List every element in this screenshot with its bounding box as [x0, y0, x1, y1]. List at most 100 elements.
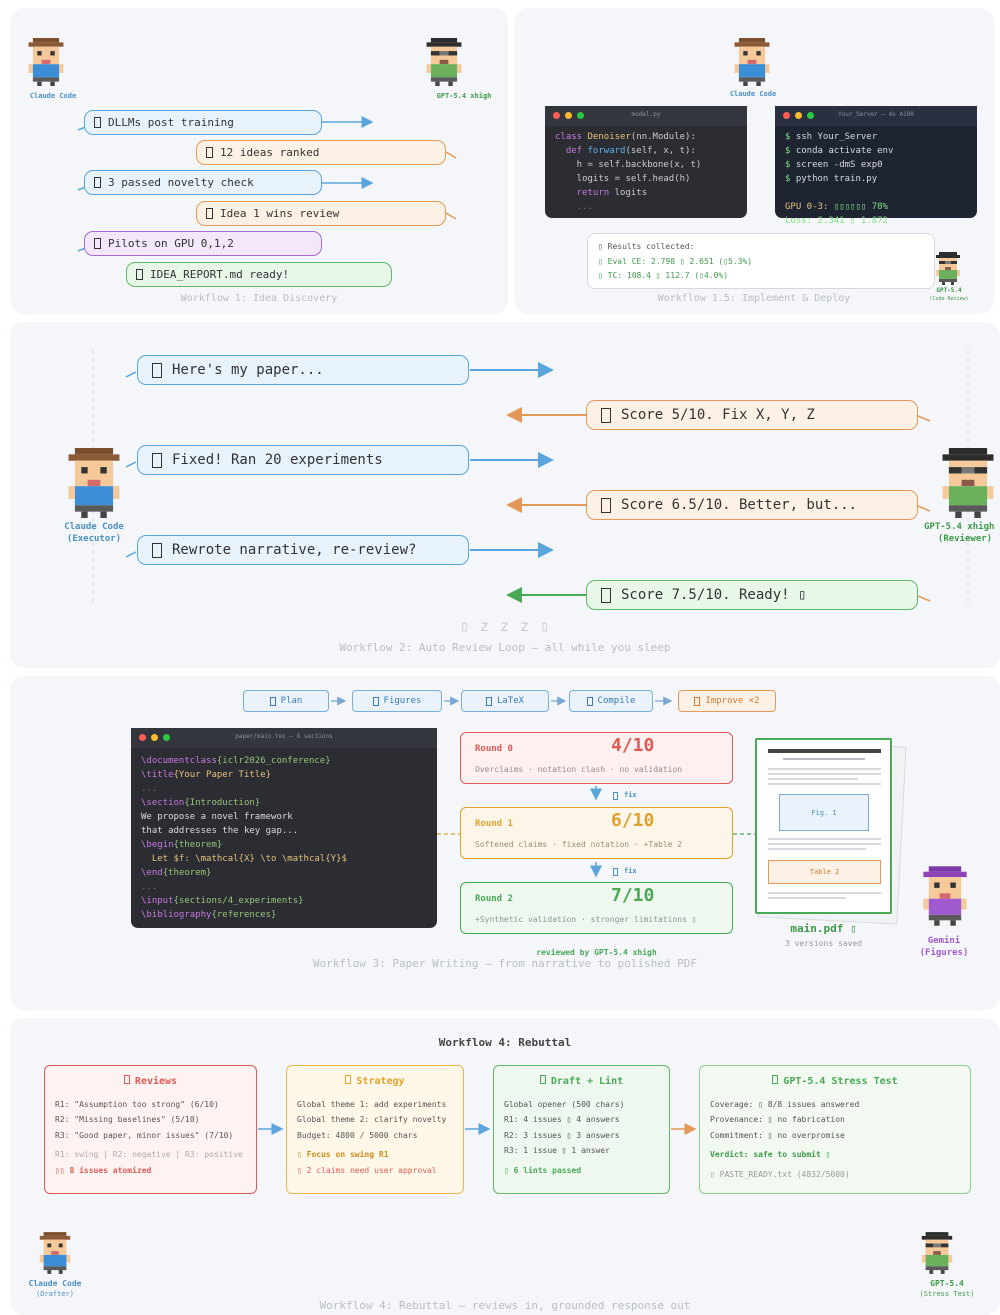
- code-line: \documentclass{iclr2026_conference}: [141, 756, 331, 766]
- pdf-text-line: [783, 758, 865, 760]
- wf2-bubble-6: Score 7.5/10. Ready! ▯: [586, 580, 918, 610]
- wf2-bubble-5: Rewrote narrative, re-review?: [137, 535, 469, 565]
- strategy-line-2: Global theme 2: clarify novelty: [297, 1115, 447, 1124]
- step-figures: Figures: [352, 690, 442, 712]
- step-improve: Improve ×2: [678, 690, 776, 712]
- draft-box: Draft + Lint Global opener (500 chars) R…: [493, 1065, 670, 1194]
- code-line: $ python train.py: [785, 174, 878, 184]
- wf1-left-agent-label: Claude Code: [29, 92, 77, 100]
- code-line: logits = self.head(h): [555, 174, 691, 184]
- latex-editor-title: paper/main.tex — 8 sections: [235, 733, 333, 740]
- round-2-box: Round 2 7/10 +Synthetic validation · str…: [460, 882, 733, 934]
- code-line: Loss: 2.341 ▯ 1.872: [785, 216, 888, 226]
- wf4-arrows: [258, 1123, 697, 1135]
- inbox-icon: [123, 1075, 130, 1084]
- shield-icon: [772, 1075, 779, 1084]
- review-line-2: R2: "Missing baselines" (5/10): [55, 1115, 200, 1124]
- list-icon: [206, 147, 213, 158]
- server-terminal-title: Your_Server — 4x A100: [838, 111, 914, 118]
- wf1-caption: Workflow 1: Idea Discovery: [180, 293, 338, 304]
- latex-code: \documentclass{iclr2026_conference} \titl…: [131, 748, 437, 926]
- stress-test-box: GPT-5.4 Stress Test Coverage: ▯ 8/8 issu…: [699, 1065, 971, 1194]
- wf4-left-role: (Drafter): [36, 1290, 74, 1298]
- wf3-caption: Workflow 3: Paper Writing — from narrati…: [312, 957, 698, 970]
- review-line-3: R3: "Good paper, minor issues" (7/10): [55, 1130, 234, 1140]
- wf2-left-role: (Executor): [66, 534, 122, 544]
- wf15-reviewer-role: (Code Review): [929, 296, 969, 302]
- wf4-caption: Workflow 4: Rebuttal — reviews in, groun…: [319, 1299, 691, 1312]
- wf1-right-agent-label: GPT-5.4 xhigh: [436, 92, 492, 100]
- wf4-title: Workflow 4: Rebuttal: [438, 1036, 572, 1049]
- plan-icon: [269, 696, 276, 706]
- code-line: ...: [141, 882, 158, 892]
- stress-foot: ▯ PASTE_READY.txt (4832/5000): [710, 1169, 850, 1179]
- wf1-bubble-4: Idea 1 wins review: [196, 201, 446, 226]
- draft-line-4: R3: 1 issue ▯ 1 answer: [504, 1146, 610, 1155]
- round-0-label: Round 0: [475, 744, 513, 754]
- wf1-bubble-1: DLLMs post training: [84, 110, 322, 135]
- claude-drafter-avatar: [36, 1232, 74, 1274]
- draft-line-2: R1: 4 issues ▯ 4 answers: [504, 1115, 620, 1124]
- results-line-1: ▯ Results collected:: [598, 242, 695, 251]
- strategy-title: Strategy: [297, 1074, 453, 1090]
- results-line-2: ▯ Eval CE: 2.798 ▯ 2.651 (▯5.3%): [598, 256, 753, 266]
- wf15-caption: Workflow 1.5: Implement & Deploy: [657, 293, 851, 304]
- pdf-text-line: [768, 897, 846, 899]
- server-terminal-lines: $ ssh Your_Server$ conda activate env$ s…: [775, 126, 977, 232]
- pdf-title-bar: [768, 749, 881, 753]
- code-line: \input{sections/4_experiments}: [141, 896, 304, 906]
- round-1-label: Round 1: [475, 819, 513, 829]
- pdf-versions: 3 versions saved: [784, 939, 863, 948]
- code-line: \begin{theorem}: [141, 840, 223, 850]
- pdf-figure: Fig. 1: [779, 794, 869, 831]
- fix-icon-2: [613, 868, 618, 876]
- round-1-notes: Softened claims · fixed notation · +Tabl…: [475, 840, 683, 849]
- doc-icon: [94, 117, 101, 128]
- wf1-bubble-3: 3 passed novelty check: [84, 170, 322, 195]
- reviews-title: Reviews: [55, 1074, 246, 1090]
- review-line-1: R1: "Assumption too strong" (6/10): [55, 1099, 219, 1109]
- draft-foot: ▯ 6 lints passed: [504, 1165, 582, 1175]
- pdf-table: Table 2: [768, 860, 881, 884]
- pen-icon: [152, 542, 162, 558]
- round-0-notes: Overclaims · notation clash · no validat…: [475, 765, 683, 774]
- wf4-left-name: Claude Code: [28, 1279, 82, 1288]
- stress-verdict: Verdict: safe to submit ▯: [710, 1150, 831, 1159]
- pdf-text-line: [768, 838, 881, 840]
- wf4-right-name: GPT-5.4: [930, 1279, 964, 1288]
- gemini-name: Gemini: [927, 936, 961, 946]
- code-line: \end{theorem}: [141, 868, 212, 878]
- figure-icon: [372, 696, 379, 706]
- wf4-right-role: (Stress Test): [919, 1290, 975, 1298]
- results-box: ▯ Results collected: ▯ Eval CE: 2.798 ▯ …: [587, 233, 935, 289]
- wf1-bubble-5: Pilots on GPU 0,1,2: [84, 231, 322, 256]
- strategy-line-3: Budget: 4800 / 5000 chars: [297, 1130, 418, 1140]
- draft-title: Draft + Lint: [504, 1074, 659, 1090]
- code-line: that addresses the key gap...: [141, 826, 299, 836]
- round-1-score: 6/10: [611, 810, 655, 831]
- chart-icon: [601, 497, 611, 513]
- note-icon: [601, 407, 611, 423]
- fix-icon-1: [613, 792, 618, 800]
- pdf-name: main.pdf ▯: [790, 922, 857, 935]
- compile-icon: [586, 696, 593, 706]
- pdf-text-line: [768, 773, 881, 775]
- pdf-text-line: [768, 892, 881, 894]
- pdf-text-line: [768, 783, 881, 785]
- wf2-left-name: Claude Code: [64, 522, 124, 532]
- code-line: $ screen -dmS exp0: [785, 160, 883, 170]
- code-line: \title{Your Paper Title}: [141, 770, 272, 780]
- pdf-page: Fig. 1 Table 2: [755, 738, 892, 914]
- strategy-line-1: Global theme 1: add experiments: [297, 1099, 447, 1109]
- paper-icon: [152, 362, 162, 378]
- wf2-bubble-2: Score 5/10. Fix X, Y, Z: [586, 400, 918, 430]
- pdf-figure-label: Fig. 1: [811, 808, 837, 817]
- model-editor-title: model.py: [631, 111, 661, 118]
- wf15-reviewer-name: GPT-5.4: [936, 287, 962, 294]
- wf1-bubble-2: 12 ideas ranked: [196, 140, 446, 165]
- draft-line-1: Global opener (500 chars): [504, 1099, 625, 1109]
- rocket-icon: [94, 238, 101, 249]
- pdf-table-label: Table 2: [809, 868, 840, 876]
- code-line: class Denoiser(nn.Module):: [555, 132, 696, 142]
- round-0-box: Round 0 4/10 Overclaims · notation clash…: [460, 732, 733, 784]
